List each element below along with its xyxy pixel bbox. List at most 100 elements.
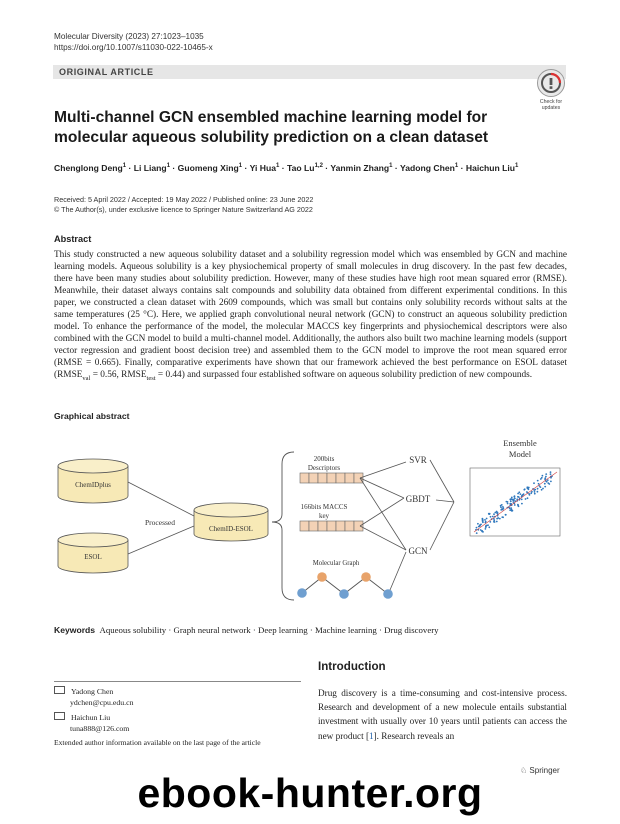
author-name[interactable]: Yanmin Zhang1 (330, 163, 393, 173)
scatter-point (500, 506, 502, 509)
copyright-line: © The Author(s), under exclusive licence… (54, 205, 313, 214)
feature-cell (335, 520, 346, 532)
feature-cell (308, 520, 319, 532)
scatter-point (533, 491, 536, 493)
scatter-point (549, 473, 552, 475)
scatter-point (495, 520, 498, 523)
author-name[interactable]: Guomeng Xing1 (177, 163, 243, 173)
scatter-point (517, 505, 520, 508)
scatter-point (506, 502, 509, 505)
molecular-graph-icon (297, 572, 393, 599)
scatter-point (512, 501, 515, 503)
scatter-point (539, 478, 542, 480)
scatter-point (550, 480, 552, 483)
scatter-point (543, 482, 546, 485)
scatter-point (540, 476, 543, 479)
scatter-point (479, 529, 482, 531)
scatter-point (509, 498, 512, 501)
scatter-point (485, 517, 488, 520)
scatter-point (521, 502, 523, 505)
contact-1-name: Yadong Chen (71, 687, 114, 696)
svg-text:200bits: 200bits (314, 455, 335, 463)
feature-cell (353, 472, 364, 484)
scatter-point (501, 508, 503, 510)
scatter-point (488, 512, 490, 515)
feature-cell (335, 472, 346, 484)
scatter-point (508, 507, 511, 510)
scatter-point (544, 485, 547, 488)
publication-dates: Received: 5 April 2022 / Accepted: 19 Ma… (54, 195, 313, 215)
scatter-point (488, 526, 491, 529)
chemidplus-database-icon: ChemIDplus (57, 458, 129, 504)
scatter-point (513, 504, 516, 506)
feature-cell (317, 472, 328, 484)
check-for-updates-icon[interactable] (536, 68, 566, 98)
scatter-point (536, 487, 539, 490)
scatter-point (511, 498, 513, 501)
scatter-point (489, 521, 492, 523)
scatter-point (496, 511, 499, 514)
maccs-feature-vector (299, 520, 364, 532)
gcn-label: GCN (408, 546, 428, 556)
scatter-point (536, 479, 539, 482)
scatter-point (520, 498, 523, 501)
scatter-point (477, 522, 479, 525)
contact-2: Haichun Liu tuna888@126.com (54, 712, 129, 734)
scatter-point (493, 518, 495, 520)
fit-line (473, 471, 558, 533)
scatter-point (496, 517, 498, 520)
scatter-point (526, 487, 529, 490)
scatter-point (540, 488, 543, 491)
scatter-point (536, 490, 539, 493)
scatter-point (524, 498, 527, 500)
author-name[interactable]: Haichun Liu1 (465, 163, 519, 173)
keywords-label: Keywords (54, 625, 96, 635)
scatter-point (519, 493, 522, 495)
contact-1-email[interactable]: ydchen@cpu.edu.cn (70, 697, 134, 707)
journal-doi[interactable]: https://doi.org/10.1007/s11030-022-10465… (54, 43, 213, 52)
graphical-abstract-figure: ChemIDplus ESOL Processed ChemID-ESOL 20… (57, 438, 561, 601)
check-for-updates-label[interactable]: Check for updates (539, 99, 563, 111)
ensemble-scatter-plot (469, 467, 561, 537)
scatter-point (509, 502, 512, 505)
keywords-list: Aqueous solubility · Graph neural networ… (99, 625, 439, 635)
scatter-point (517, 492, 519, 495)
article-type-band: ORIGINAL ARTICLE (53, 65, 566, 79)
scatter-point (528, 494, 531, 496)
scatter-point (544, 477, 547, 479)
feature-cell (344, 472, 355, 484)
scatter-point (526, 491, 528, 493)
scatter-point (511, 509, 514, 512)
author-name[interactable]: Li Liang1 (133, 163, 171, 173)
descriptor-feature-vector (299, 472, 364, 484)
scatter-point (513, 495, 516, 498)
journal-citation: Molecular Diversity (2023) 27:1023–1035 (54, 32, 204, 41)
author-name[interactable]: Yi Hua1 (249, 163, 280, 173)
author-name[interactable]: Tao Lu1,2 (287, 163, 323, 173)
scatter-point (502, 516, 504, 519)
scatter-point (493, 513, 495, 516)
scatter-point (526, 497, 529, 500)
scatter-point (484, 528, 487, 530)
scatter-point (484, 520, 487, 523)
author-name[interactable]: Chenglong Deng1 (54, 163, 127, 173)
feature-cell (299, 520, 310, 532)
scatter-point (502, 506, 504, 508)
watermark: ebook-hunter.org (137, 770, 483, 816)
scatter-point (477, 525, 480, 528)
scatter-point (493, 520, 495, 523)
scatter-point (509, 500, 512, 503)
author-name[interactable]: Yadong Chen1 (399, 163, 459, 173)
db2-label: ESOL (84, 553, 102, 561)
scatter-point (547, 482, 550, 484)
scatter-point (523, 488, 526, 491)
feature-cell (326, 520, 337, 532)
contact-1: Yadong Chen ydchen@cpu.edu.cn (54, 686, 133, 708)
scatter-point (533, 482, 535, 485)
scatter-point (510, 507, 513, 509)
scatter-point (498, 517, 501, 520)
contact-2-email[interactable]: tuna888@126.com (70, 723, 130, 733)
reference-link[interactable]: 1 (369, 730, 374, 741)
scatter-point (493, 519, 496, 522)
svg-text:Descriptors: Descriptors (308, 464, 341, 472)
